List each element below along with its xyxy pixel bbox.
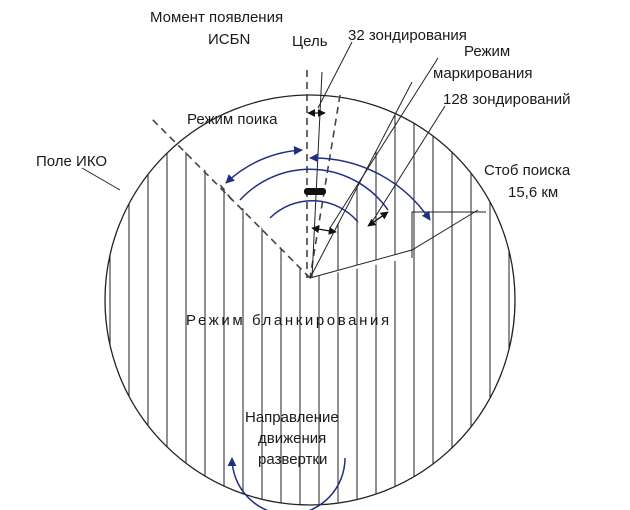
inner-arc-2: [269, 200, 359, 223]
target-label: Цель: [292, 33, 328, 50]
sweep-direction-arc: [227, 457, 346, 510]
mark-mode-label-1: Режим: [464, 43, 510, 60]
leader-search-strobe: [411, 211, 486, 258]
leader-ppi: [81, 167, 121, 191]
target-dashed-line: [309, 94, 341, 279]
sweep-label-2: движения: [258, 430, 326, 447]
target-blip: [304, 188, 326, 195]
leader-mark-mode: [329, 57, 439, 229]
left-sector-dashed-2: [217, 181, 233, 201]
moment-label-1: Момент появления: [150, 9, 283, 26]
sweep-label-3: развертки: [258, 451, 327, 468]
inner-arc-1: [239, 168, 389, 211]
probes-32-label: 32 зондирования: [348, 27, 467, 44]
search-mode-arc: [225, 145, 303, 184]
probes-128-arc: [309, 153, 431, 221]
sweep-label-1: Направление: [245, 409, 339, 426]
moment-label-2: ИСБN: [208, 31, 250, 48]
search-strobe-label-1: Стоб поиска: [484, 162, 571, 179]
leader-probes-32: [317, 41, 353, 109]
probes-128-label: 128 зондирований: [443, 91, 571, 108]
leader-probes-128: [371, 105, 446, 223]
search-mode-label: Режим поика: [187, 111, 278, 128]
mark-arrow-b: [367, 211, 389, 227]
ppi-circle: [104, 94, 516, 506]
search-strobe-label-2: 15,6 км: [508, 184, 558, 201]
mark-arrow-a: [311, 225, 337, 235]
blanking-mode-label: Режим бланкирования: [186, 312, 392, 329]
mark-mode-label-2: маркирования: [433, 65, 533, 82]
ppi-field-label: Поле ИКО: [36, 153, 107, 170]
